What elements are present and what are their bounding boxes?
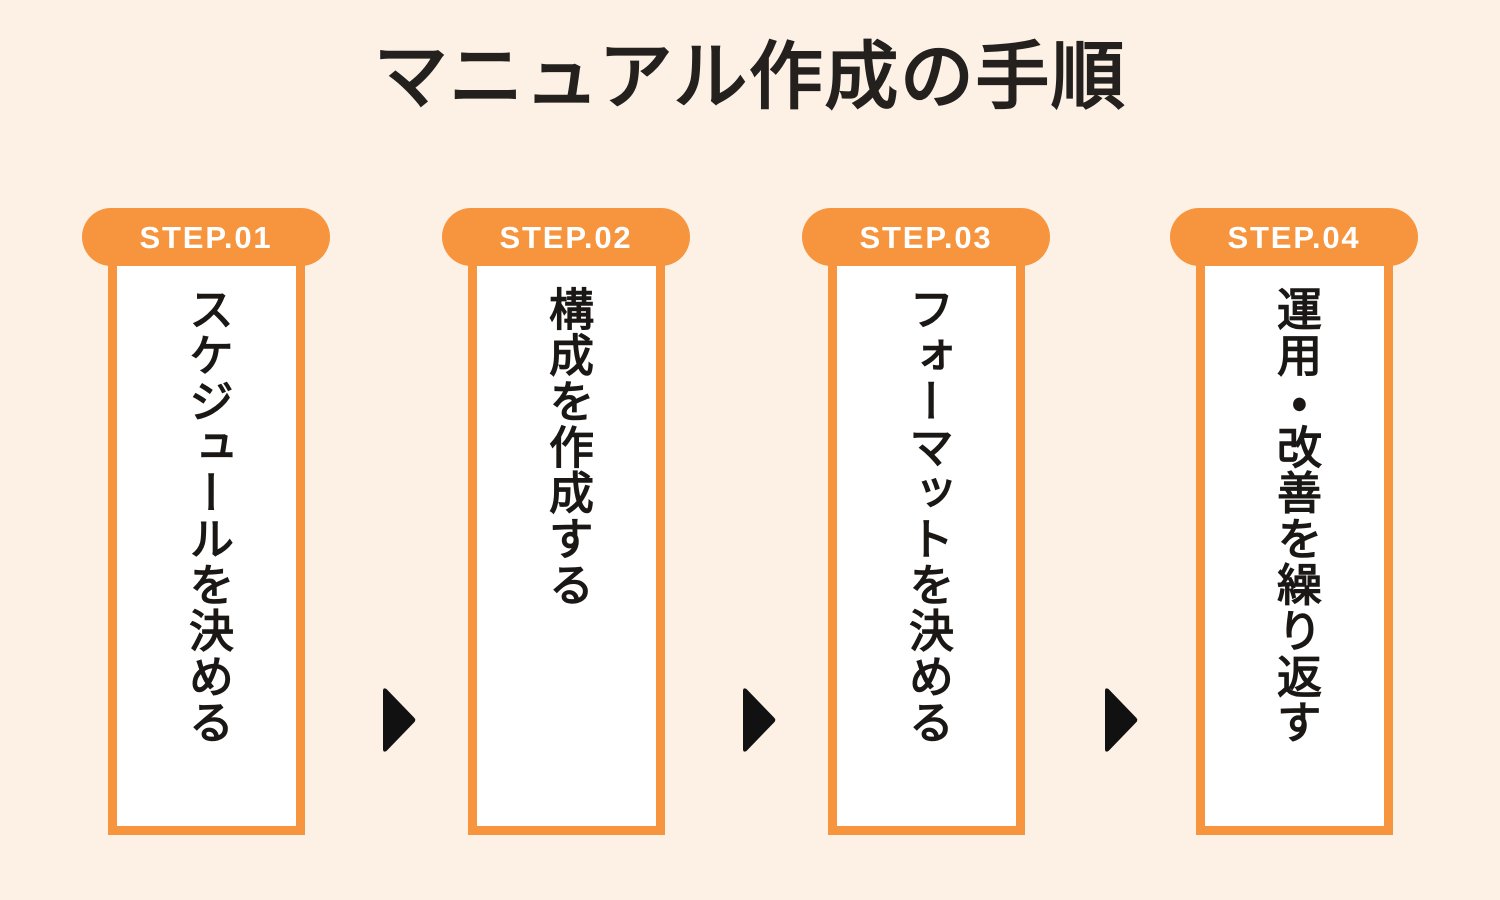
step-card-2: 構成を作成する (468, 252, 665, 835)
step-text-wrapper-1: スケジュールを決める (117, 286, 296, 818)
step-item-2: 構成を作成する STEP.02 (442, 208, 690, 835)
step-item-4: 運用・改善を繰り返す STEP.04 (1170, 208, 1418, 835)
step-card-3: フォーマットを決める (828, 252, 1025, 835)
step-badge-4: STEP.04 (1170, 208, 1418, 266)
step-badge-label-2: STEP.02 (499, 219, 633, 255)
step-badge-label-3: STEP.03 (859, 219, 993, 255)
step-badge-label-1: STEP.01 (139, 219, 273, 255)
step-badge-label-4: STEP.04 (1227, 219, 1361, 255)
arrow-right-icon-1 (378, 685, 418, 755)
step-card-inner-2: 構成を作成する (477, 252, 656, 826)
step-card-4: 運用・改善を繰り返す (1196, 252, 1393, 835)
steps-row: スケジュールを決める STEP.01 構成を作成する (0, 208, 1500, 848)
arrow-right-icon-3 (1100, 685, 1140, 755)
step-text-wrapper-2: 構成を作成する (477, 286, 656, 818)
step-badge-1: STEP.01 (82, 208, 330, 266)
arrow-right-icon-2 (738, 685, 778, 755)
step-label-2: 構成を作成する (541, 286, 593, 608)
step-card-inner-3: フォーマットを決める (837, 252, 1016, 826)
step-card-inner-4: 運用・改善を繰り返す (1205, 252, 1384, 826)
page-title: マニュアル作成の手順 (373, 35, 1127, 118)
step-label-4: 運用・改善を繰り返す (1269, 286, 1321, 745)
step-text-wrapper-3: フォーマットを決める (837, 286, 1016, 818)
step-card-1: スケジュールを決める (108, 252, 305, 835)
step-item-1: スケジュールを決める STEP.01 (82, 208, 330, 835)
step-badge-2: STEP.02 (442, 208, 690, 266)
step-text-wrapper-4: 運用・改善を繰り返す (1205, 286, 1384, 818)
step-label-1: スケジュールを決める (181, 286, 233, 745)
step-label-3: フォーマットを決める (901, 286, 953, 745)
step-card-inner-1: スケジュールを決める (117, 252, 296, 826)
step-item-3: フォーマットを決める STEP.03 (802, 208, 1050, 835)
step-badge-3: STEP.03 (802, 208, 1050, 266)
